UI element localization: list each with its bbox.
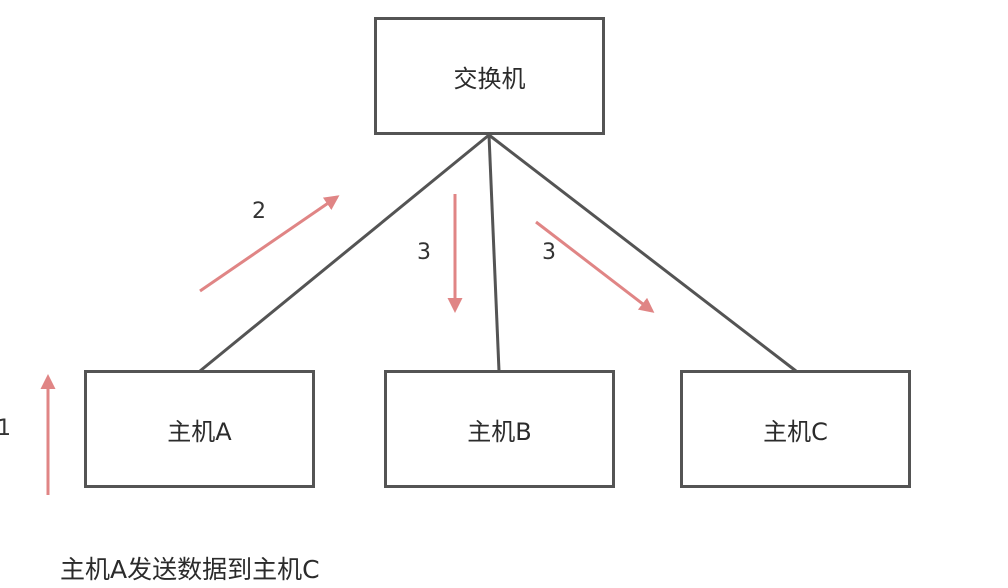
diagram-caption: 主机A发送数据到主机C	[60, 555, 320, 584]
host-c-node: 主机C	[680, 370, 911, 488]
step-2-label: 2	[252, 199, 266, 224]
link-switch-host-c	[488, 133, 797, 373]
host-a-node: 主机A	[84, 370, 315, 488]
host-a-label: 主机A	[167, 417, 232, 446]
link-switch-host-b	[487, 134, 501, 372]
host-b-node: 主机B	[384, 370, 615, 488]
switch-node: 交换机	[374, 17, 605, 135]
step-3-host-b-label: 3	[417, 240, 431, 265]
arrow-step-3-host-c	[535, 220, 655, 313]
arrow-step-2	[199, 195, 340, 293]
link-switch-host-a	[199, 133, 490, 373]
switch-label: 交换机	[453, 64, 526, 93]
host-c-label: 主机C	[763, 417, 828, 446]
host-b-label: 主机B	[467, 417, 532, 446]
step-1-label: 1	[0, 416, 11, 441]
step-3-host-c-label: 3	[542, 240, 556, 265]
